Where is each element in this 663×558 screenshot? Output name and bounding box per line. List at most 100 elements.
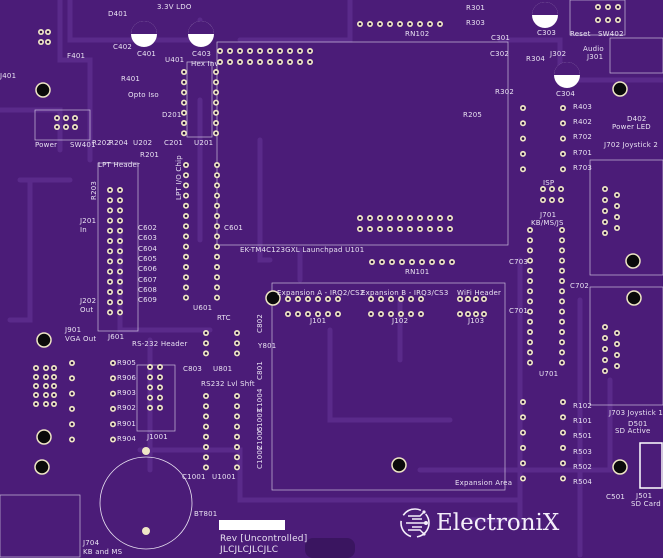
label-vgaout: VGA Out — [65, 335, 97, 343]
pad-hole — [215, 184, 219, 187]
pad-hole — [378, 216, 382, 220]
pad-hole — [528, 269, 532, 273]
pad-hole — [235, 425, 239, 428]
pad-hole — [521, 106, 525, 110]
pad-hole — [398, 216, 402, 220]
pad-hole — [560, 289, 564, 293]
pad-hole — [296, 297, 300, 301]
label-c401: C401 — [137, 50, 157, 58]
pad-hole — [215, 296, 219, 299]
pad-hole — [214, 101, 218, 104]
pad-hole — [561, 152, 565, 156]
label-j201: J201 — [80, 217, 97, 225]
label-c303: C303 — [537, 29, 557, 37]
pad-hole — [44, 366, 48, 370]
pad-hole — [44, 375, 48, 379]
pad-hole — [560, 310, 564, 313]
pad-hole — [235, 445, 239, 449]
pad-hole — [560, 228, 564, 232]
label-sdcard: SD Card — [631, 500, 661, 508]
battery-pad — [142, 447, 150, 455]
pad-hole — [474, 297, 478, 301]
label-y801: Y801 — [258, 342, 277, 350]
pad-hole — [64, 116, 68, 120]
pad-hole — [108, 290, 112, 294]
pad-hole — [615, 331, 619, 335]
pad-hole — [399, 297, 403, 301]
label-c702: C702 — [570, 282, 590, 290]
pad-hole — [235, 466, 239, 469]
pad-hole — [288, 49, 292, 53]
pad-hole — [448, 227, 452, 231]
pad-hole — [528, 249, 532, 252]
pad-hole — [158, 365, 162, 369]
label-c301: C301 — [491, 34, 511, 42]
pad-hole — [44, 393, 48, 397]
pad-hole — [70, 407, 74, 411]
pad-hole — [214, 131, 218, 135]
label-j601: J601 — [108, 333, 125, 341]
pad-hole — [184, 194, 188, 197]
label-c701: C701 — [509, 307, 529, 315]
label-r203: R203 — [90, 180, 98, 200]
revision-bar — [219, 520, 285, 530]
label-c605: C605 — [138, 255, 158, 263]
pad-hole — [560, 259, 564, 262]
copper-trace — [497, 37, 663, 83]
mounting-hole — [36, 429, 52, 445]
pad-hole — [560, 351, 564, 354]
label-r101: R101 — [573, 417, 593, 425]
pad-hole — [184, 204, 188, 208]
label-r904: R904 — [117, 435, 137, 443]
pad-hole — [615, 353, 619, 357]
pad-hole — [148, 365, 152, 369]
pad-hole — [560, 300, 564, 303]
pad-hole — [528, 238, 532, 242]
label-j1001: J1001 — [147, 433, 168, 441]
pad-hole — [615, 204, 619, 208]
pad-hole — [118, 280, 122, 284]
logo-globe-icon — [400, 508, 430, 538]
label-u201: U201 — [194, 139, 214, 147]
pad-hole — [466, 297, 470, 301]
pad-hole — [184, 214, 188, 218]
pad-hole — [603, 187, 607, 191]
label-wifi: WiFi Header — [457, 289, 502, 297]
label-optoiso: Opto Iso — [128, 91, 159, 99]
pad-hole — [111, 361, 115, 365]
pad-hole — [561, 137, 565, 140]
pad-hole — [368, 22, 372, 26]
label-r504: R504 — [573, 478, 593, 486]
pad-hole — [214, 91, 218, 94]
pad-hole — [561, 167, 565, 171]
mounting-hole — [625, 253, 641, 269]
pad-hole — [420, 260, 424, 264]
pad-hole — [521, 461, 525, 465]
pad-hole — [369, 297, 373, 301]
label-j101: J101 — [310, 317, 327, 325]
label-rtc: RTC — [217, 314, 231, 322]
pad-hole — [55, 116, 59, 120]
pad-hole — [214, 121, 218, 125]
pad-hole — [204, 435, 208, 439]
pad-hole — [561, 400, 565, 404]
pad-hole — [55, 125, 59, 129]
copper-trace — [417, 377, 613, 473]
pad-hole — [39, 30, 43, 34]
mounting-hole — [612, 81, 628, 97]
pad-hole — [108, 260, 112, 263]
pad-hole — [418, 227, 422, 231]
pad-hole — [615, 342, 619, 346]
pad-hole — [148, 375, 152, 379]
pad-hole — [118, 229, 122, 233]
label-c802: C802 — [256, 313, 264, 333]
pad-hole — [118, 219, 122, 222]
label-isp: ISP — [543, 179, 555, 187]
label-c608: C608 — [138, 286, 158, 294]
label-c601: C601 — [224, 224, 244, 232]
copper-trace — [237, 0, 353, 43]
pad-hole — [258, 49, 262, 53]
pad-hole — [118, 249, 122, 253]
pad-hole — [560, 279, 564, 283]
pad-hole — [419, 297, 423, 301]
